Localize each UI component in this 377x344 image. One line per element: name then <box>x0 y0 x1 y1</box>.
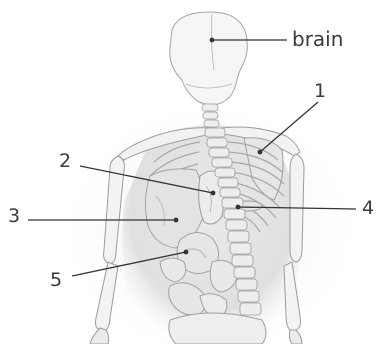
skull <box>170 12 248 105</box>
label-3: 3 <box>8 207 20 226</box>
label-5: 5 <box>50 271 62 290</box>
cervical-spine <box>202 104 219 127</box>
pelvis <box>169 313 266 344</box>
label-4: 4 <box>362 199 374 218</box>
label-2: 2 <box>59 152 71 171</box>
label-brain: brain <box>292 29 343 49</box>
label-1: 1 <box>314 82 326 101</box>
